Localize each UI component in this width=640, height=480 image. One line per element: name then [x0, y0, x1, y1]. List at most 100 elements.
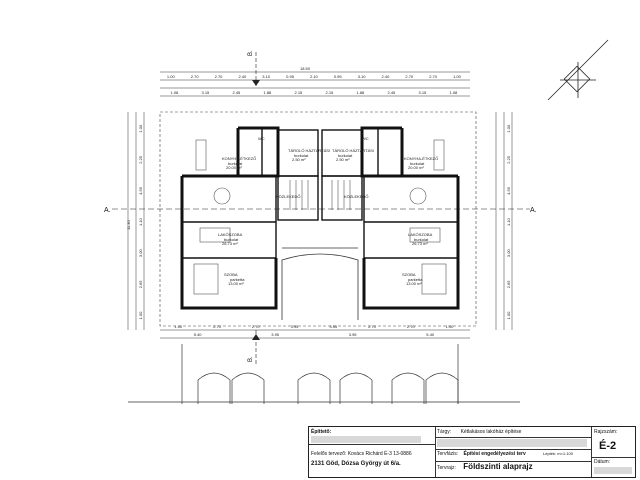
scale-line: Lépték: m=1:100: [543, 451, 573, 456]
dim-left-label: 1.00: [138, 124, 143, 133]
dim-right-label: 3.00: [506, 249, 511, 258]
section-b-bottom-label: B.: [248, 356, 254, 362]
room-area: 13.00 m²: [406, 281, 422, 286]
designer-value: Kovács Richárd É-3 13-0886: [347, 451, 412, 457]
dim-right-label: 2.25: [506, 155, 511, 164]
date-label: Dátum:: [594, 459, 611, 465]
phase-line: Tervfázis: Építési engedélyezési terv: [437, 451, 526, 457]
dim-right-label: 1.00: [506, 124, 511, 133]
dim-top2-label: 2.15: [295, 90, 304, 95]
dim-bottom-label: 2.70: [407, 324, 416, 329]
dim-bottom2-label: 5.40: [426, 332, 435, 337]
client-redaction: [311, 436, 421, 443]
dim-right-label: 4.55: [506, 186, 511, 195]
room-finish: burkolat: [410, 161, 425, 166]
dim-bottom-label: 1.00: [446, 324, 455, 329]
room-name: WC: [362, 136, 369, 141]
dim-top-label: 2.70: [429, 74, 438, 79]
room-finish: burkolat: [338, 153, 353, 158]
dim-top2-label: 1.08: [171, 90, 180, 95]
dim-top-label: 1.00: [167, 74, 176, 79]
dim-top-label: 3.10: [262, 74, 271, 79]
dim-top2-label: 3.15: [419, 90, 428, 95]
dim-right-label: 2.65: [506, 280, 511, 289]
dim-left-label: 4.55: [138, 186, 143, 195]
section-marker-b-top: [252, 52, 260, 86]
dim-top2-label: 2.45: [233, 90, 242, 95]
room-finish: burkolat: [228, 161, 243, 166]
room-name: LAKÓSZOBA: [218, 232, 243, 237]
room-name: KONYHA-ÉTKEZŐ: [222, 156, 256, 161]
dim-top-label: 0.95: [334, 74, 343, 79]
dim-top-label: 0.95: [286, 74, 295, 79]
room-name: WC: [258, 136, 265, 141]
room-area: 20.00 m²: [226, 165, 242, 170]
dim-top-label: 2.70: [191, 74, 200, 79]
top-dimension-lines: [160, 71, 470, 97]
client-label: Építtető:: [311, 429, 332, 435]
furniture: [193, 139, 447, 295]
room-area: 2.50 m²: [292, 157, 306, 162]
fence-gates: [128, 344, 520, 404]
dim-bottom-label: 1.00: [174, 324, 183, 329]
section-a-left-label: A.: [104, 207, 111, 214]
roof-outline: [159, 111, 477, 327]
section-b-top-label: B.: [248, 50, 254, 56]
dim-top-label: 2.70: [215, 74, 224, 79]
driveway-outline: [281, 247, 359, 320]
number-label: Rajzszám:: [594, 429, 618, 435]
room-finish: burkolat: [414, 237, 429, 242]
dim-left-label: 1.00: [138, 311, 143, 320]
dim-top-label: 2.70: [405, 74, 414, 79]
dim-top-label: 1.00: [453, 74, 462, 79]
subject-line: Tárgy: Kétlakásos lakóház építése: [437, 429, 522, 435]
side-total-dim: 11.30: [126, 220, 131, 230]
room-area: 2.50 m²: [336, 157, 350, 162]
dim-top2-label: 1.88: [357, 90, 366, 95]
dim-left-label: 2.65: [138, 280, 143, 289]
dim-top-label: 2.40: [238, 74, 247, 79]
dim-bottom-label: 2.70: [368, 324, 377, 329]
room-name: KÖZLEKEDŐ: [276, 194, 300, 199]
date-redaction: [594, 467, 632, 474]
room-area: 20.00 m²: [408, 165, 424, 170]
dim-top2-label: 2.45: [388, 90, 397, 95]
dims-right-group: 1.002.254.551.103.002.651.00: [506, 124, 511, 319]
room-name: KÖZLEKEDŐ: [344, 194, 368, 199]
dim-bottom2-label: 5.40: [194, 332, 203, 337]
room-area: 26.73 m²: [412, 241, 428, 246]
dim-bottom2-label: 3.95: [349, 332, 358, 337]
walls-left-interior: [182, 128, 319, 259]
side-dimension-lines: [127, 112, 513, 339]
dim-left-label: 3.00: [138, 249, 143, 258]
room-area: 13.00 m²: [228, 281, 244, 286]
dim-left-label: 1.10: [138, 217, 143, 226]
room-name: TÁROLÓ HÁZTARTÁSI: [288, 148, 330, 153]
section-a-right-label: A.: [530, 207, 537, 214]
room-finish: parketta: [230, 277, 245, 282]
dim-top2-label: 1.08: [450, 90, 459, 95]
dim-top2-label: 3.15: [202, 90, 211, 95]
overall-width-dim: 18.50: [300, 66, 311, 71]
dim-bottom2-label: 3.95: [271, 332, 280, 337]
room-name: SZOBA: [224, 272, 238, 277]
drawing-number: É-2: [599, 440, 617, 452]
dim-right-label: 1.00: [506, 311, 511, 320]
designer-address: 2131 Göd, Dózsa György út 6/a.: [311, 461, 401, 467]
dim-top-label: 3.10: [358, 74, 367, 79]
dim-bottom-label: 3.95: [329, 324, 338, 329]
sheet-line: Tervrajz: Földszinti alaprajz: [437, 462, 533, 472]
dim-top2-label: 1.88: [264, 90, 273, 95]
room-name: KONYHA-ÉTKEZŐ: [404, 156, 438, 161]
dim-top2-label: 2.15: [326, 90, 335, 95]
address-redaction: [437, 439, 587, 447]
dims-bottom2-group: 5.40 3.95 3.95 5.40: [194, 332, 435, 337]
dim-left-label: 2.25: [138, 155, 143, 164]
room-name: SZOBA: [402, 272, 416, 277]
dim-top-label: 2.10: [310, 74, 319, 79]
designer-line: Felelős tervező: Kovács Richárd É-3 13-0…: [311, 451, 412, 457]
